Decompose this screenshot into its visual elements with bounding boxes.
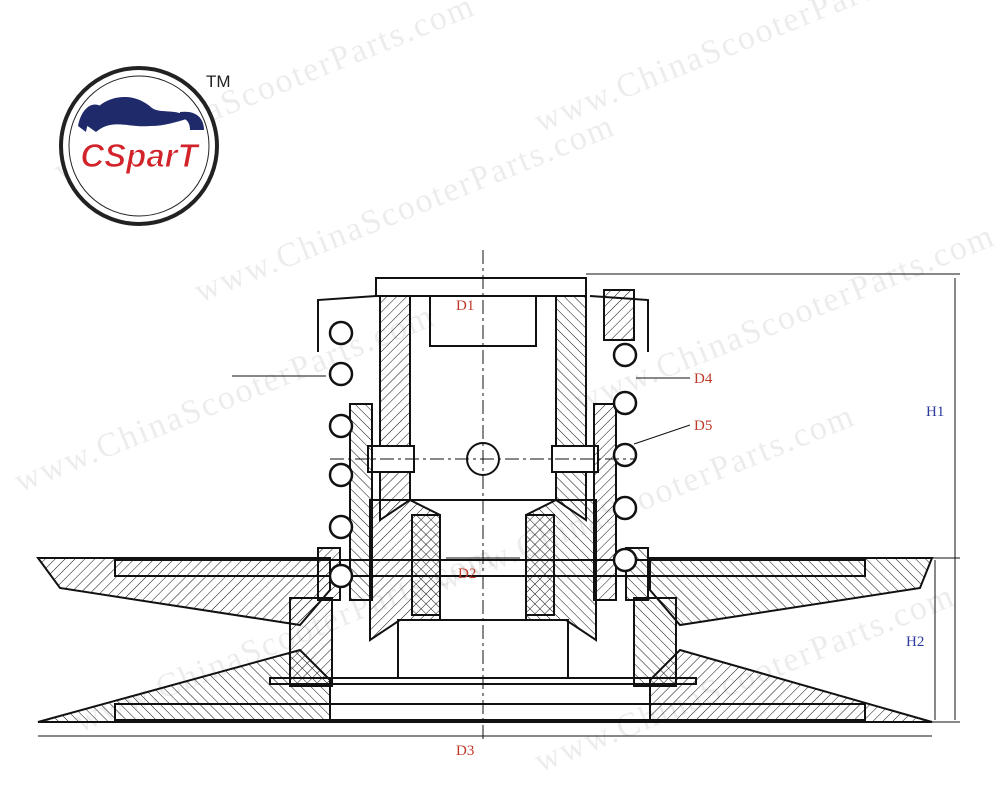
dim-label-d3: D3	[456, 743, 474, 759]
dim-label-d5: D5	[694, 418, 712, 434]
dim-label-d2: D2	[458, 566, 476, 582]
dim-label-h2: H2	[906, 634, 924, 650]
dimension-labels: D1 D2 D3 D4 D5 H1 H2	[456, 298, 944, 759]
dim-label-d4: D4	[694, 371, 713, 387]
dimension-lines	[38, 273, 960, 737]
dim-label-h1: H1	[926, 404, 944, 420]
slider-rollers	[289, 597, 677, 687]
spring-coils	[328, 320, 638, 589]
sheave-plates	[36, 557, 934, 723]
spring-housing	[317, 289, 649, 601]
dim-label-d1: D1	[456, 298, 474, 314]
logo-text: CSparT	[80, 137, 200, 174]
centerlines	[330, 250, 636, 740]
trademark-symbol: TM	[206, 72, 231, 91]
